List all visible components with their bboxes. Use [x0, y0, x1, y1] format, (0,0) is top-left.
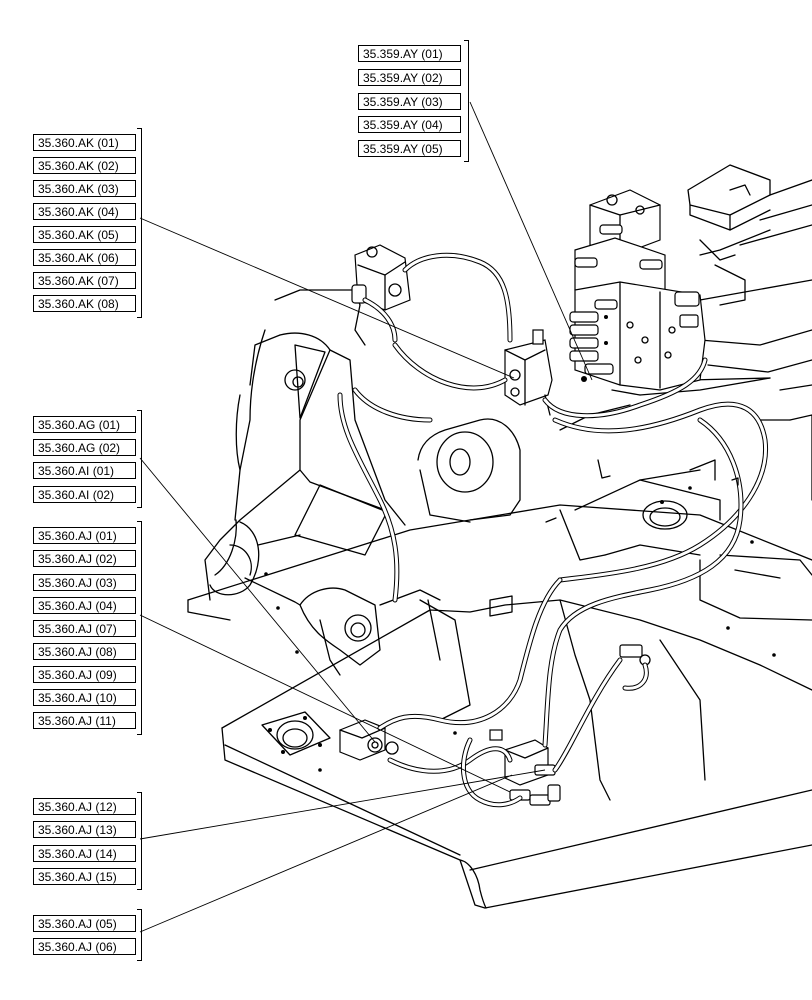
- part-label[interactable]: 35.360.AJ (06): [33, 938, 136, 955]
- part-label[interactable]: 35.360.AK (05): [33, 226, 136, 243]
- part-label[interactable]: 35.360.AJ (04): [33, 597, 136, 614]
- part-label[interactable]: 35.360.AJ (07): [33, 620, 136, 637]
- part-label[interactable]: 35.360.AJ (14): [33, 845, 136, 862]
- part-label[interactable]: 35.360.AK (03): [33, 180, 136, 197]
- part-label[interactable]: 35.360.AI (02): [33, 486, 136, 503]
- group-bracket: [137, 128, 142, 318]
- upper-frame: [559, 164, 812, 501]
- part-label[interactable]: 35.360.AK (02): [33, 157, 136, 174]
- control-valve: [569, 189, 706, 391]
- group-bracket: [137, 792, 142, 890]
- center-oval: [642, 500, 688, 530]
- pilot-pump: [351, 244, 411, 346]
- part-label[interactable]: 35.360.AJ (13): [33, 821, 136, 838]
- part-label[interactable]: 35.359.AY (04): [358, 116, 461, 133]
- part-label[interactable]: 35.359.AY (01): [358, 45, 461, 62]
- tank-port: [261, 711, 331, 756]
- group-bracket: [137, 909, 142, 961]
- part-label[interactable]: 35.359.AY (03): [358, 93, 461, 110]
- group-bracket: [464, 40, 469, 162]
- part-label[interactable]: 35.360.AJ (08): [33, 643, 136, 660]
- hoses: [337, 252, 769, 808]
- part-label[interactable]: 35.360.AG (01): [33, 416, 136, 433]
- part-label[interactable]: 35.360.AJ (09): [33, 666, 136, 683]
- part-label[interactable]: 35.360.AJ (02): [33, 550, 136, 567]
- relief-valve-block: [504, 329, 553, 416]
- part-label[interactable]: 35.360.AK (08): [33, 295, 136, 312]
- part-label[interactable]: 35.360.AJ (01): [33, 527, 136, 544]
- part-label[interactable]: 35.359.AY (05): [358, 140, 461, 157]
- part-label[interactable]: 35.360.AJ (11): [33, 712, 136, 729]
- boom-structure: [204, 289, 521, 676]
- part-label[interactable]: 35.360.AJ (05): [33, 915, 136, 932]
- part-label[interactable]: 35.360.AG (02): [33, 439, 136, 456]
- part-label[interactable]: 35.360.AJ (10): [33, 689, 136, 706]
- part-label[interactable]: 35.359.AY (02): [358, 69, 461, 86]
- part-label[interactable]: 35.360.AK (06): [33, 249, 136, 266]
- chassis-platform: [187, 469, 812, 909]
- part-label[interactable]: 35.360.AJ (03): [33, 574, 136, 591]
- group-bracket: [137, 521, 142, 735]
- part-label[interactable]: 35.360.AI (01): [33, 462, 136, 479]
- part-label[interactable]: 35.360.AK (07): [33, 272, 136, 289]
- lower-valves: [339, 644, 651, 806]
- group-bracket: [137, 410, 142, 508]
- part-label[interactable]: 35.360.AJ (15): [33, 868, 136, 885]
- part-label[interactable]: 35.360.AK (01): [33, 134, 136, 151]
- part-label[interactable]: 35.360.AJ (12): [33, 798, 136, 815]
- leader-lines: [139, 101, 593, 933]
- part-label[interactable]: 35.360.AK (04): [33, 203, 136, 220]
- fasteners: [264, 459, 776, 772]
